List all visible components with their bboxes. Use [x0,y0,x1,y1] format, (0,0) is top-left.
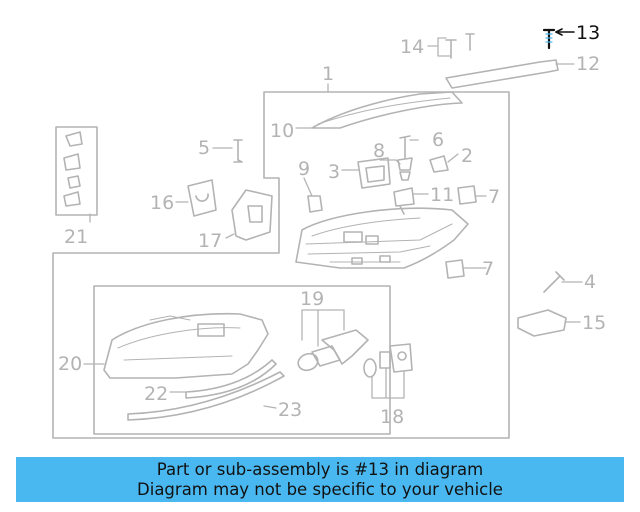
assembly-boundary [52,91,510,439]
ballast-part [517,309,567,337]
info-banner: Part or sub-assembly is #13 in diagram D… [16,457,624,502]
grommet-part [307,195,323,213]
callout-2: 2 [461,145,473,167]
callout-9: 9 [298,158,310,180]
callout-5: 5 [198,137,210,159]
side-bracket-part [231,189,273,241]
banner-line-1: Part or sub-assembly is #13 in diagram [156,460,484,479]
callout-22: 22 [144,383,168,405]
callout-13: 13 [576,22,600,44]
callout-11: 11 [430,184,454,206]
callout-12: 12 [576,53,600,75]
trim-strip-part [311,91,463,129]
callout-labels: 1 2 3 4 5 6 7 7 8 9 10 11 12 13 14 15 16… [58,22,606,428]
callout-14: 14 [400,36,424,58]
callout-21: 21 [64,226,88,248]
mounting-bar-part [445,59,559,89]
callout-7b: 7 [482,258,494,280]
inner-lamp-housing-part [103,312,269,379]
seal-group-part [297,329,369,372]
callout-6: 6 [432,129,444,151]
socket-group-part [363,343,413,378]
callout-16: 16 [150,192,174,214]
banner-line-2: Diagram may not be specific to your vehi… [137,480,503,499]
callout-3: 3 [328,161,340,183]
callout-17: 17 [198,230,222,252]
callout-20: 20 [58,353,82,375]
callout-4: 4 [584,271,596,293]
mount-bracket-part [187,179,217,217]
bolt-part [397,135,413,181]
callout-18: 18 [380,406,404,428]
callout-23: 23 [278,399,302,421]
highlighted-part-13 [542,28,575,50]
screw-pair-part [445,33,475,59]
callout-1: 1 [322,63,334,85]
callout-7: 7 [488,186,500,208]
callout-10: 10 [270,120,294,142]
leader-lines [83,37,583,409]
screw-part [543,271,565,293]
bottom-trim-part [127,371,285,421]
screw-part [233,139,243,163]
lamp-subframe [93,285,391,435]
control-module-part [357,157,391,189]
cap-part [429,155,449,173]
clip-part [457,185,477,205]
parts-diagram: 1 2 3 4 5 6 7 7 8 9 10 11 12 13 14 15 16… [52,22,606,439]
lower-strip-part [185,359,277,399]
callout-8: 8 [373,140,385,162]
headlamp-assembly-part [295,207,469,269]
clip-part [445,259,465,279]
bulb-group-part [63,131,83,207]
callout-15: 15 [582,312,606,334]
callout-19: 19 [300,288,324,310]
adjuster-part [393,187,415,215]
bulb-group-frame [55,126,98,216]
